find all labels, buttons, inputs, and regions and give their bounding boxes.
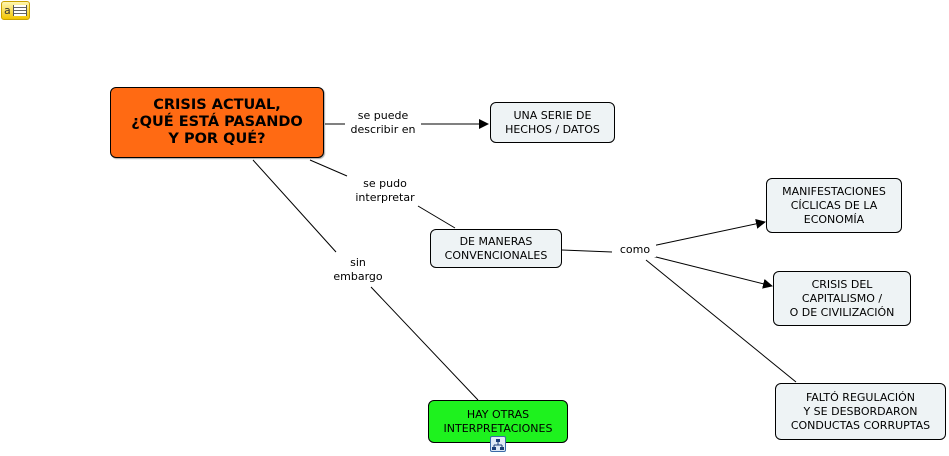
node-crisis-capitalismo[interactable]: CRISIS DEL CAPITALISMO / O DE CIVILIZACI… xyxy=(773,271,911,326)
line-crisis-interpretar xyxy=(309,159,348,177)
node-manifestaciones-ciclicas[interactable]: MANIFESTACIONES CÍCLICAS DE LA ECONOMÍA xyxy=(766,178,902,233)
line-como-capitalismo xyxy=(651,255,773,289)
line-crisis-sin-embargo xyxy=(252,159,337,253)
link-label-sin-embargo: sin embargo xyxy=(327,256,389,284)
annotation-icon[interactable]: a xyxy=(1,1,30,20)
link-label-como: como xyxy=(614,243,656,257)
line-interpretar-maneras xyxy=(417,205,456,229)
submap-icon[interactable] xyxy=(490,436,506,452)
line-maneras-como xyxy=(561,249,613,253)
line-como-manifestaciones xyxy=(651,218,766,247)
hierarchy-icon xyxy=(492,439,504,450)
link-label-interpretar: se pudo interpretar xyxy=(348,177,422,205)
node-crisis-actual[interactable]: CRISIS ACTUAL, ¿QUÉ ESTÁ PASANDO Y POR Q… xyxy=(110,87,324,158)
notepad-icon xyxy=(13,5,27,16)
node-maneras-convencionales[interactable]: DE MANERAS CONVENCIONALES xyxy=(430,229,562,268)
line-como-falto xyxy=(645,259,797,383)
line-sin-embargo-otras xyxy=(370,286,479,401)
node-hechos-datos[interactable]: UNA SERIE DE HECHOS / DATOS xyxy=(490,102,615,143)
node-falto-regulacion[interactable]: FALTÓ REGULACIÓN Y SE DESBORDARON CONDUC… xyxy=(775,383,946,440)
link-label-describir: se puede describir en xyxy=(345,109,421,137)
